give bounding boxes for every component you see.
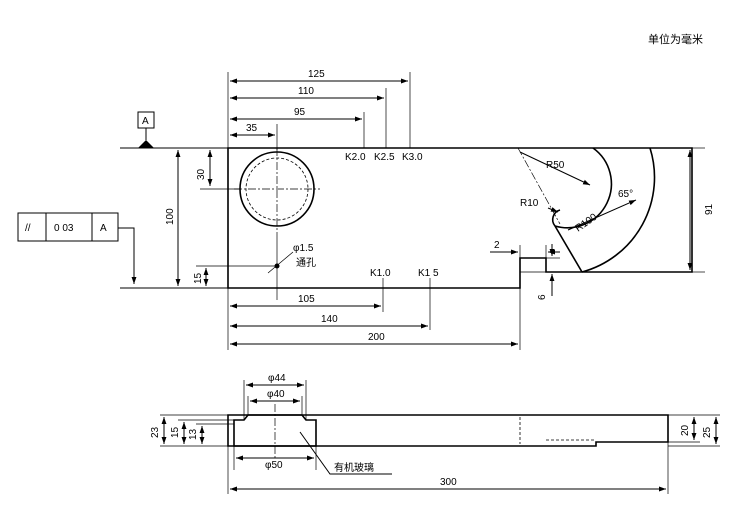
label-angle-65: 65° [618, 189, 633, 200]
dim-35: 35 [246, 123, 258, 134]
side-view: φ44 φ40 φ50 23 15 13 20 25 有机玻璃 300 [150, 373, 720, 494]
dim-phi50: φ50 [265, 460, 283, 471]
plexiglass-insert [233, 414, 317, 447]
label-k20: K2.0 [345, 152, 366, 163]
label-r50: R50 [546, 160, 565, 171]
dim-25: 25 [702, 426, 713, 438]
tolerance-datum: A [100, 223, 107, 234]
dim-phi44: φ44 [268, 373, 286, 384]
top-view: A // 0 03 A φ1.5 通孔 [17, 69, 715, 350]
tolerance-value: 0 03 [54, 223, 74, 234]
side-body-outline [227, 414, 669, 447]
label-r100: R100 [573, 211, 599, 234]
tolerance-symbol: // [25, 223, 31, 234]
arc-region: R50 R10 R100 65° [517, 147, 656, 273]
label-k15: K1 5 [418, 268, 439, 279]
material-label: 有机玻璃 [334, 461, 374, 474]
dim-15: 15 [193, 272, 204, 284]
dim-125: 125 [308, 69, 325, 80]
dim-6: 6 [537, 294, 548, 300]
label-k30: K3.0 [402, 152, 423, 163]
tolerance-frame: // 0 03 A [17, 212, 137, 284]
dim-15-side: 15 [170, 426, 181, 438]
dim-30: 30 [196, 168, 207, 180]
dim-phi40: φ40 [267, 389, 285, 400]
dim-100: 100 [165, 208, 176, 225]
dim-140: 140 [321, 314, 338, 325]
dim-300: 300 [440, 477, 457, 488]
datum-a: A [137, 111, 155, 148]
dim-95: 95 [294, 107, 306, 118]
hole-dia-label: φ1.5 [293, 243, 314, 254]
datum-a-letter: A [142, 116, 149, 127]
large-hole [234, 148, 320, 232]
dim-91: 91 [704, 203, 715, 215]
block-outline [227, 147, 693, 289]
through-hole-label: 通孔 [296, 257, 316, 269]
label-r10: R10 [520, 198, 539, 209]
label-k25: K2.5 [374, 152, 395, 163]
label-k10: K1.0 [370, 268, 391, 279]
dim-20: 20 [680, 424, 691, 436]
dim-13: 13 [188, 428, 199, 440]
dim-23: 23 [150, 426, 161, 438]
unit-note: 单位为毫米 [648, 32, 703, 46]
dim-200: 200 [368, 332, 385, 343]
dim-2: 2 [494, 240, 500, 251]
dim-105: 105 [298, 294, 315, 305]
dim-110: 110 [298, 86, 314, 97]
